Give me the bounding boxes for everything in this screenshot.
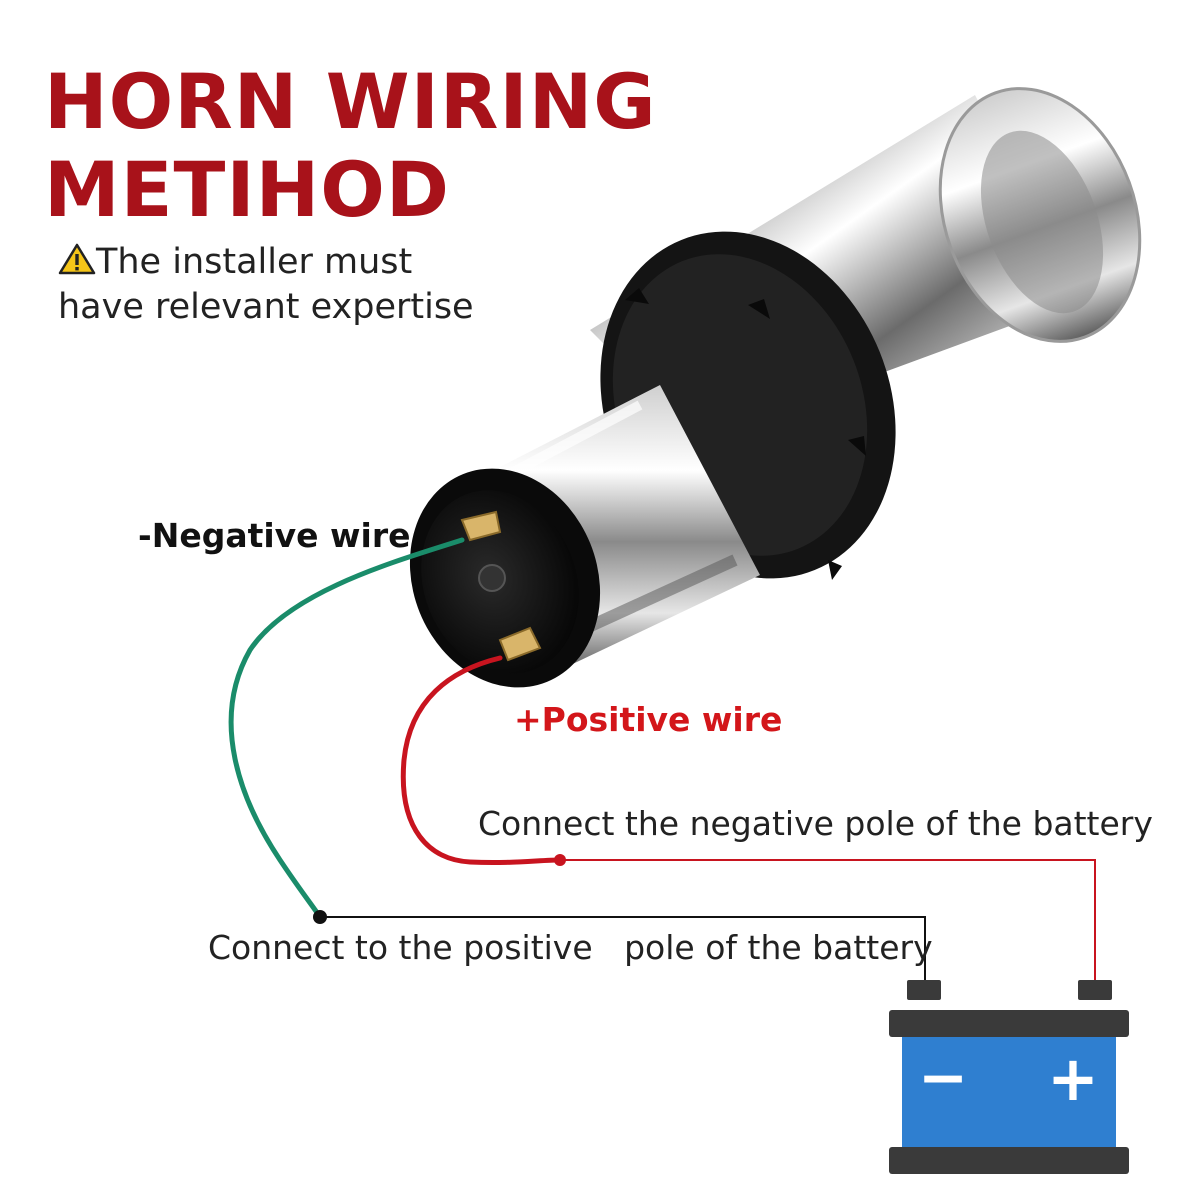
red-wire: [400, 655, 563, 866]
negative-connection-line: [560, 859, 1096, 982]
positive-wire-label: +Positive wire: [514, 700, 783, 739]
negative-wire-label: -Negative wire: [138, 516, 411, 555]
connect-negative-label: Connect the negative pole of the battery: [478, 804, 1153, 843]
battery-plus-sign: +: [1047, 1042, 1099, 1115]
warning-line-1: The installer must: [96, 242, 413, 282]
positive-connection-line: [320, 916, 926, 982]
battery-minus-sign: −: [918, 1043, 968, 1113]
connect-positive-label: Connect to the positive pole of the batt…: [208, 928, 933, 967]
positive-terminal: [498, 626, 542, 662]
negative-terminal: [460, 510, 502, 542]
warning-note: The installer must have relevant experti…: [58, 240, 474, 330]
warning-line-2: have relevant expertise: [58, 287, 474, 327]
green-wire: [228, 537, 465, 920]
green-wire-end-dot: [313, 910, 327, 924]
page-title: HORN WIRING METIHOD: [44, 58, 657, 234]
battery-icon: − +: [889, 980, 1129, 1174]
title-line-2: METIHOD: [44, 145, 450, 234]
title-line-1: HORN WIRING: [44, 57, 657, 146]
end-cap: [409, 468, 601, 688]
red-wire-end-dot: [554, 854, 566, 866]
warning-triangle-icon: [58, 243, 96, 275]
